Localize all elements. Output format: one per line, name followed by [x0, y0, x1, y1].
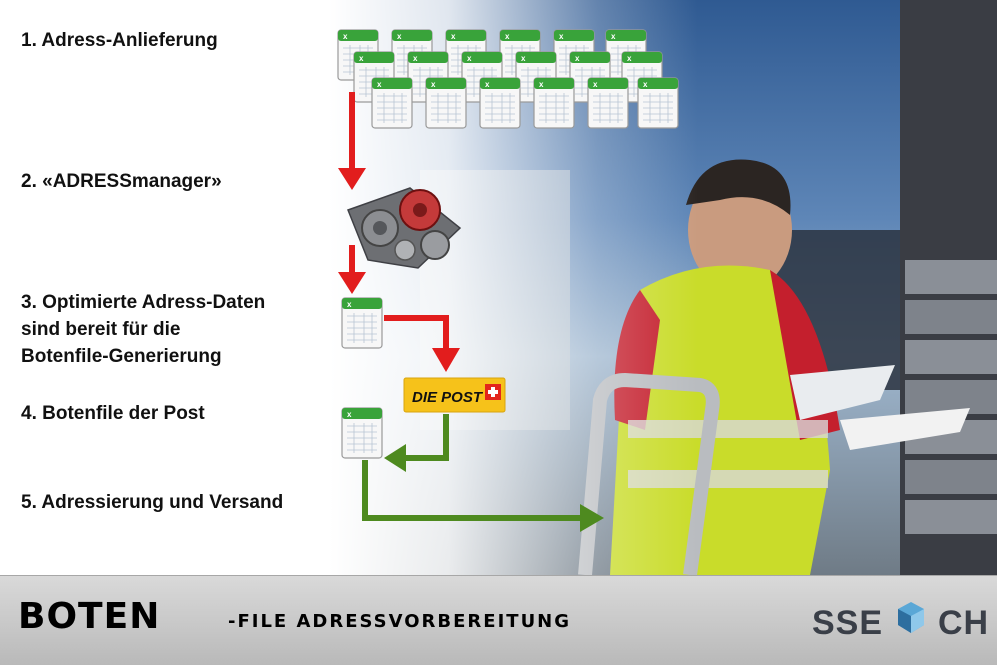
spreadsheet-icon	[341, 407, 383, 459]
arrow-step2-to-step3	[338, 245, 366, 294]
cube-logo-icon	[897, 602, 924, 633]
die-post-text: DIE POST	[412, 389, 484, 406]
spreadsheet-icon	[637, 77, 679, 129]
spreadsheet-icon	[587, 77, 629, 129]
spreadsheet-stack	[337, 29, 679, 129]
spreadsheet-icon	[371, 77, 413, 129]
title-sub: -FILE ADRESSVORBEREITUNG	[228, 611, 572, 632]
gears-puzzle-icon	[347, 187, 462, 269]
spreadsheet-icon	[479, 77, 521, 129]
swiss-cross-icon	[485, 384, 501, 400]
arrow-post-to-step4	[384, 414, 449, 472]
title-main: BOTEN	[18, 596, 161, 637]
arrow-step1-to-step2	[338, 92, 366, 190]
step-2-label: 2. «ADRESSmanager»	[21, 171, 222, 192]
arrow-step4-to-step5	[362, 460, 604, 532]
spreadsheet-icon	[533, 77, 575, 129]
logo-text-left: SSE	[812, 604, 884, 642]
step-3-label: 3. Optimierte Adress-Daten sind bereit f…	[21, 292, 266, 367]
die-post-badge: DIE POST	[403, 377, 506, 413]
spreadsheet-icon	[341, 297, 383, 349]
spreadsheet-icon	[425, 77, 467, 129]
step-4-label: 4. Botenfile der Post	[21, 403, 205, 424]
step-5-label: 5. Adressierung und Versand	[21, 492, 284, 513]
logo-text-right: CH	[937, 604, 990, 642]
process-diagram: x	[337, 29, 679, 532]
caption-bar	[0, 575, 997, 665]
step-1-label: 1. Adress-Anlieferung	[21, 30, 218, 51]
arrow-step3-to-post	[384, 315, 460, 372]
sse-ch-logo: SSE CH	[812, 600, 989, 643]
